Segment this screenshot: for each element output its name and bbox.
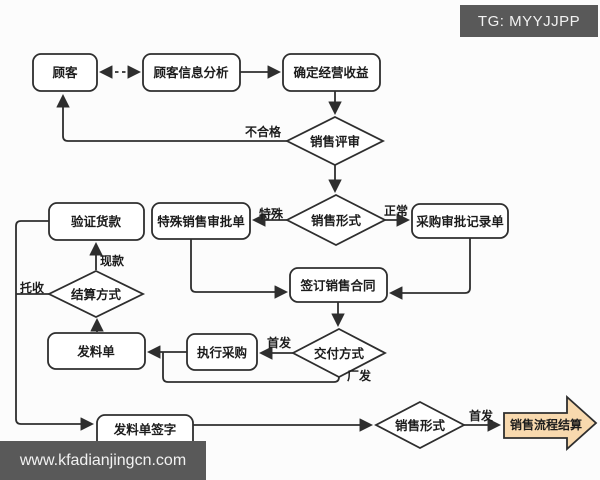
site-watermark-text: www.kfadianjingcn.com	[19, 451, 187, 469]
node-settlement-method-label: 结算方式	[71, 287, 122, 302]
edge-label-normal: 正常	[384, 203, 408, 218]
decision-nodes: 销售评审 销售形式 结算方式 交付方式 销售形式	[46, 115, 466, 450]
node-special-sales-approval: 特殊销售审批单	[151, 202, 251, 240]
edge-label-unqualified: 不合格	[245, 124, 282, 139]
node-special-sales-approval-label: 特殊销售审批单	[157, 214, 245, 229]
node-material-issue-form: 发料单	[47, 332, 146, 370]
edges	[15, 65, 502, 432]
edge-label-special: 特殊	[259, 206, 284, 221]
node-verify-payment-label: 验证货款	[71, 214, 122, 229]
node-verify-payment: 验证货款	[48, 202, 145, 241]
node-sales-review-label: 销售评审	[310, 134, 360, 149]
node-purchase-approval-record-label: 采购审批记录单	[415, 214, 504, 229]
node-delivery-method-label: 交付方式	[314, 346, 365, 361]
edge-label-collection: 托收	[20, 280, 44, 295]
node-sales-review: 销售评审	[284, 115, 386, 167]
tg-watermark-text: TG: MYYJJPP	[477, 12, 581, 30]
node-sales-process-settlement-label: 销售流程结算	[510, 417, 582, 432]
node-sales-form-bottom: 销售形式	[374, 400, 466, 450]
edge-label-cash: 现款	[100, 253, 125, 268]
node-purchase-approval-record: 采购审批记录单	[411, 203, 509, 239]
node-sales-form-bottom-label: 销售形式	[395, 418, 446, 433]
node-delivery-method: 交付方式	[291, 327, 387, 379]
node-settlement-method: 结算方式	[46, 269, 146, 319]
node-customer-info-analysis: 顾客信息分析	[142, 53, 241, 92]
edge-label-factory-delivery: 厂发	[347, 368, 372, 383]
edge-labels: 不合格 特殊 正常 现款 托收 首发 厂发 首发	[20, 124, 494, 423]
node-sales-form-top: 销售形式	[285, 193, 387, 247]
node-determine-revenue-label: 确定经营收益	[293, 65, 369, 80]
edge-label-first-delivery: 首发	[267, 335, 292, 350]
node-customer: 顾客	[32, 53, 98, 92]
node-execute-purchase: 执行采购	[186, 333, 258, 371]
node-sales-process-settlement: 销售流程结算	[503, 394, 598, 452]
node-execute-purchase-label: 执行采购	[197, 345, 247, 360]
node-material-issue-form-label: 发料单	[76, 344, 115, 359]
edge-delivery-materialform-factory	[162, 352, 340, 383]
node-sign-sales-contract: 签订销售合同	[289, 267, 388, 303]
node-sign-sales-contract-label: 签订销售合同	[299, 278, 375, 293]
node-sales-form-top-label: 销售形式	[311, 213, 362, 228]
edge-label-first-delivery-final: 首发	[469, 408, 494, 423]
edge-purchaserecord-contract	[388, 238, 471, 300]
site-watermark-bar: www.kfadianjingcn.com	[0, 441, 206, 480]
terminal-arrow-shape	[503, 394, 598, 452]
edge-specialapproval-contract	[190, 239, 289, 299]
node-determine-revenue: 确定经营收益	[282, 53, 381, 92]
process-nodes: 顾客 顾客信息分析 确定经营收益 验证货款 特殊销售审批单 采购审批记录单	[32, 53, 509, 452]
tg-watermark-badge: TG: MYYJJPP	[460, 5, 598, 37]
node-customer-label: 顾客	[52, 65, 78, 80]
node-material-form-sign-label: 发料单签字	[113, 422, 177, 437]
node-customer-info-analysis-label: 顾客信息分析	[153, 65, 229, 80]
edge-verifypayment-formsign	[15, 220, 95, 431]
edge-salesreview-customer-unqualified	[56, 93, 287, 142]
